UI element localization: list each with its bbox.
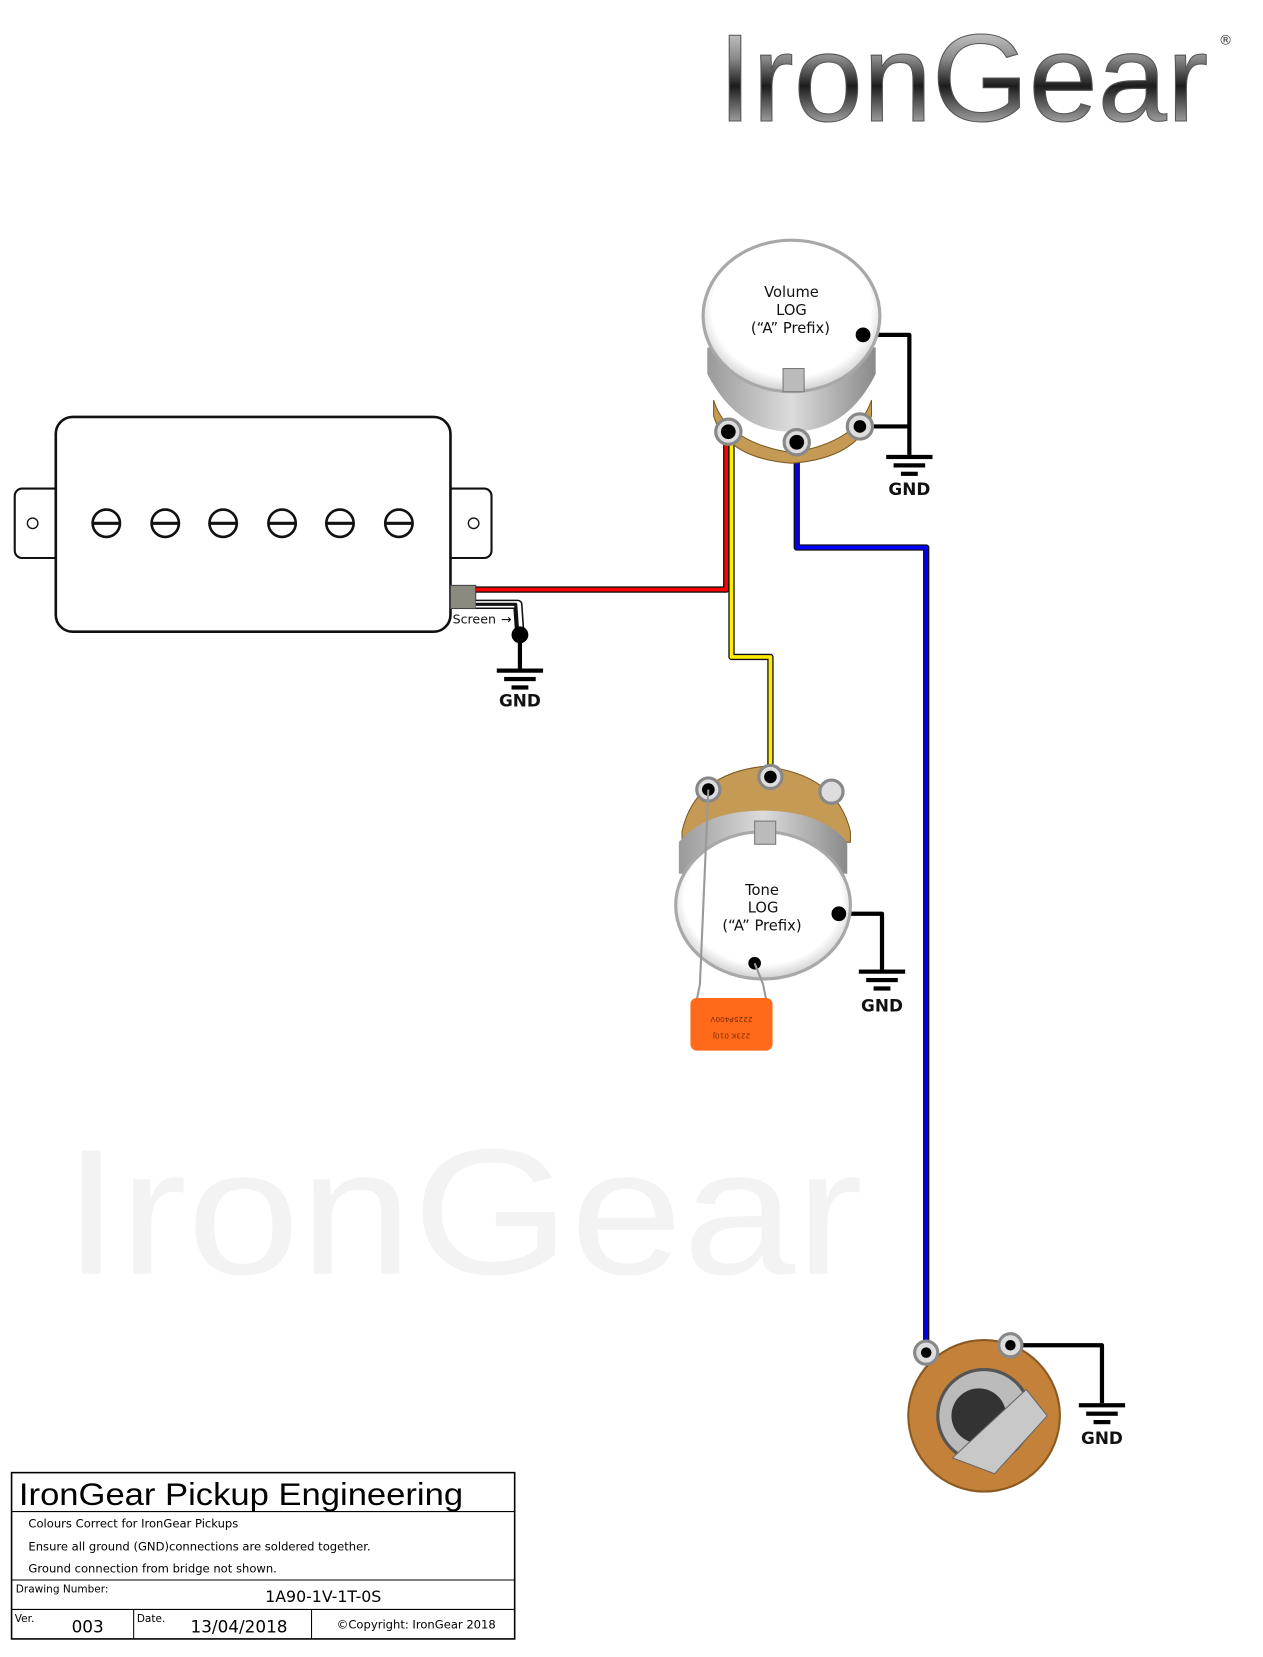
- pole-screw-icon: [383, 508, 414, 539]
- volume-pot: Volume LOG (“A” Prefix): [701, 238, 882, 464]
- note-1: Colours Correct for IronGear Pickups: [28, 1516, 238, 1530]
- gnd-label: GND: [861, 996, 903, 1016]
- date-value: 13/04/2018: [191, 1617, 288, 1637]
- registered-mark: ®: [1219, 32, 1233, 48]
- svg-text:IronGear: IronGear: [718, 10, 1208, 148]
- tone-taper: LOG: [748, 900, 779, 917]
- ver-value: 003: [72, 1617, 104, 1637]
- mount-hole-icon: [467, 517, 480, 530]
- ground-wire: [838, 911, 885, 970]
- mount-hole-icon: [26, 517, 39, 530]
- watermark: IronGear: [63, 1112, 863, 1312]
- solder-joint: [511, 626, 529, 644]
- drawing-number: 1A90-1V-1T-0S: [265, 1587, 381, 1606]
- drawing-number-label: Drawing Number:: [16, 1584, 109, 1596]
- screen-label: Screen: [453, 611, 496, 626]
- screen-arrow-icon: →: [501, 611, 512, 626]
- wires: [475, 332, 1105, 1404]
- ground-symbol-icon: GND: [1078, 1403, 1126, 1448]
- ground-symbol-icon: GND: [496, 668, 544, 710]
- capacitor: 223K 010J 2225P400V: [690, 789, 773, 1051]
- hot-wire-red: [475, 431, 730, 593]
- output-jack: [907, 1332, 1061, 1493]
- volume-label: Volume: [764, 284, 819, 301]
- tone-label: Tone: [744, 882, 779, 899]
- svg-text:2225P400V: 2225P400V: [710, 1015, 752, 1024]
- note-2: Ensure all ground (GND)connections are s…: [28, 1540, 370, 1554]
- ground-symbol-icon: GND: [858, 969, 906, 1016]
- title-block-title: IronGear Pickup Engineering: [19, 1476, 463, 1512]
- ver-label: Ver.: [15, 1613, 35, 1625]
- note-3: Ground connection from bridge not shown.: [28, 1562, 276, 1576]
- ground-wire: [1010, 1343, 1105, 1404]
- tone-wire-yellow: [728, 431, 774, 777]
- pole-screw-icon: [324, 508, 355, 539]
- gnd-label: GND: [1081, 1428, 1123, 1448]
- pole-pieces: [91, 508, 414, 539]
- pole-screw-icon: [208, 508, 239, 539]
- tone-prefix: (“A” Prefix): [722, 918, 801, 935]
- pole-screw-icon: [91, 508, 122, 539]
- svg-text:223K 010J: 223K 010J: [713, 1032, 750, 1041]
- gnd-label: GND: [888, 479, 930, 499]
- pickup-body: [54, 415, 452, 633]
- date-label: Date.: [137, 1613, 165, 1625]
- pickup: [13, 415, 493, 633]
- volume-prefix: (“A” Prefix): [751, 320, 830, 337]
- volume-taper: LOG: [776, 302, 807, 319]
- title-block: IronGear Pickup Engineering Colours Corr…: [10, 1471, 516, 1640]
- pole-screw-icon: [150, 508, 181, 539]
- copyright: ©Copyright: IronGear 2018: [337, 1617, 496, 1631]
- irongear-logo: IronGear ®: [717, 10, 1233, 149]
- ground-symbol-icon: GND: [886, 454, 933, 499]
- tone-pot: Tone LOG (“A” Prefix): [674, 763, 852, 981]
- gnd-label: GND: [499, 690, 541, 710]
- pickup-lead-block: [449, 584, 477, 610]
- pole-screw-icon: [267, 508, 298, 539]
